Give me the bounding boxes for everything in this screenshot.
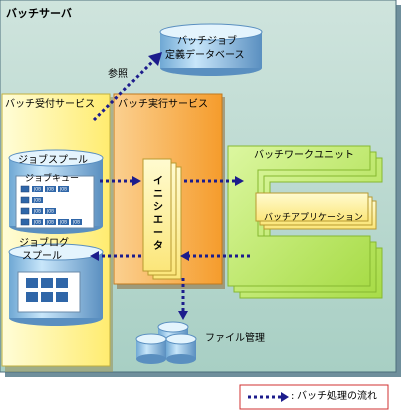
application-stack	[255, 192, 377, 230]
application-label: バッチアプリケーション	[264, 213, 363, 223]
flow-arrowhead-unit-to-initiator	[180, 251, 189, 261]
job-log-spool-line2: スプール	[22, 251, 62, 262]
exec-service-title: バッチ実行サービス	[118, 99, 208, 110]
job-queue-items	[20, 185, 82, 226]
job-queue-item-label: JOB	[46, 209, 54, 214]
legend-symbol: :	[291, 391, 295, 402]
work-unit-stack	[227, 145, 383, 299]
flow-arrowhead-to-files	[178, 311, 188, 320]
work-unit-title: バッチワークユニット	[254, 150, 354, 161]
legend-arrowhead	[281, 392, 289, 402]
job-queue-item-label: JOB	[59, 187, 67, 192]
legend-box	[239, 384, 389, 410]
job-log-spool	[8, 243, 104, 326]
file-storage-cylinders	[135, 321, 197, 364]
job-queue-item-label: JOB	[46, 187, 54, 192]
job-log-spool-line1: ジョブログ	[19, 238, 69, 249]
job-spool-title: ジョブスプール	[18, 155, 88, 166]
job-queue-item-label: JOB	[33, 198, 41, 203]
reference-arrow	[92, 56, 158, 122]
reference-arrowhead	[148, 52, 162, 66]
server-title: バッチサーバ	[6, 7, 72, 20]
job-queue-item-label: JOB	[33, 209, 41, 214]
flow-arrowhead-spool-to-initiator	[132, 176, 141, 186]
database-label-line1: バッチジョブ	[177, 36, 237, 47]
flow-arrowhead-initiator-to-log	[90, 251, 99, 261]
job-queue-item-label: JOB	[59, 220, 67, 225]
job-queue-item-label: JOB	[46, 220, 54, 225]
job-definition-database	[159, 23, 263, 76]
receive-service-title: バッチ受付サービス	[5, 99, 95, 110]
reference-label: 参照	[108, 69, 128, 80]
database-label-line2: 定義データベース	[165, 50, 245, 61]
job-queue-item-label: JOB	[33, 220, 41, 225]
initiator-stack	[142, 158, 182, 280]
job-queue-item-label: JOB	[33, 187, 41, 192]
initiator-label: イニシエータ	[153, 176, 163, 252]
flow-arrowhead-initiator-to-unit	[235, 176, 244, 186]
file-management-label: ファイル管理	[205, 333, 265, 344]
legend-label: バッチ処理の流れ	[297, 391, 377, 402]
job-queue-item-label: JOB	[72, 220, 80, 225]
job-queue-title: ジョブキュー	[25, 174, 80, 184]
